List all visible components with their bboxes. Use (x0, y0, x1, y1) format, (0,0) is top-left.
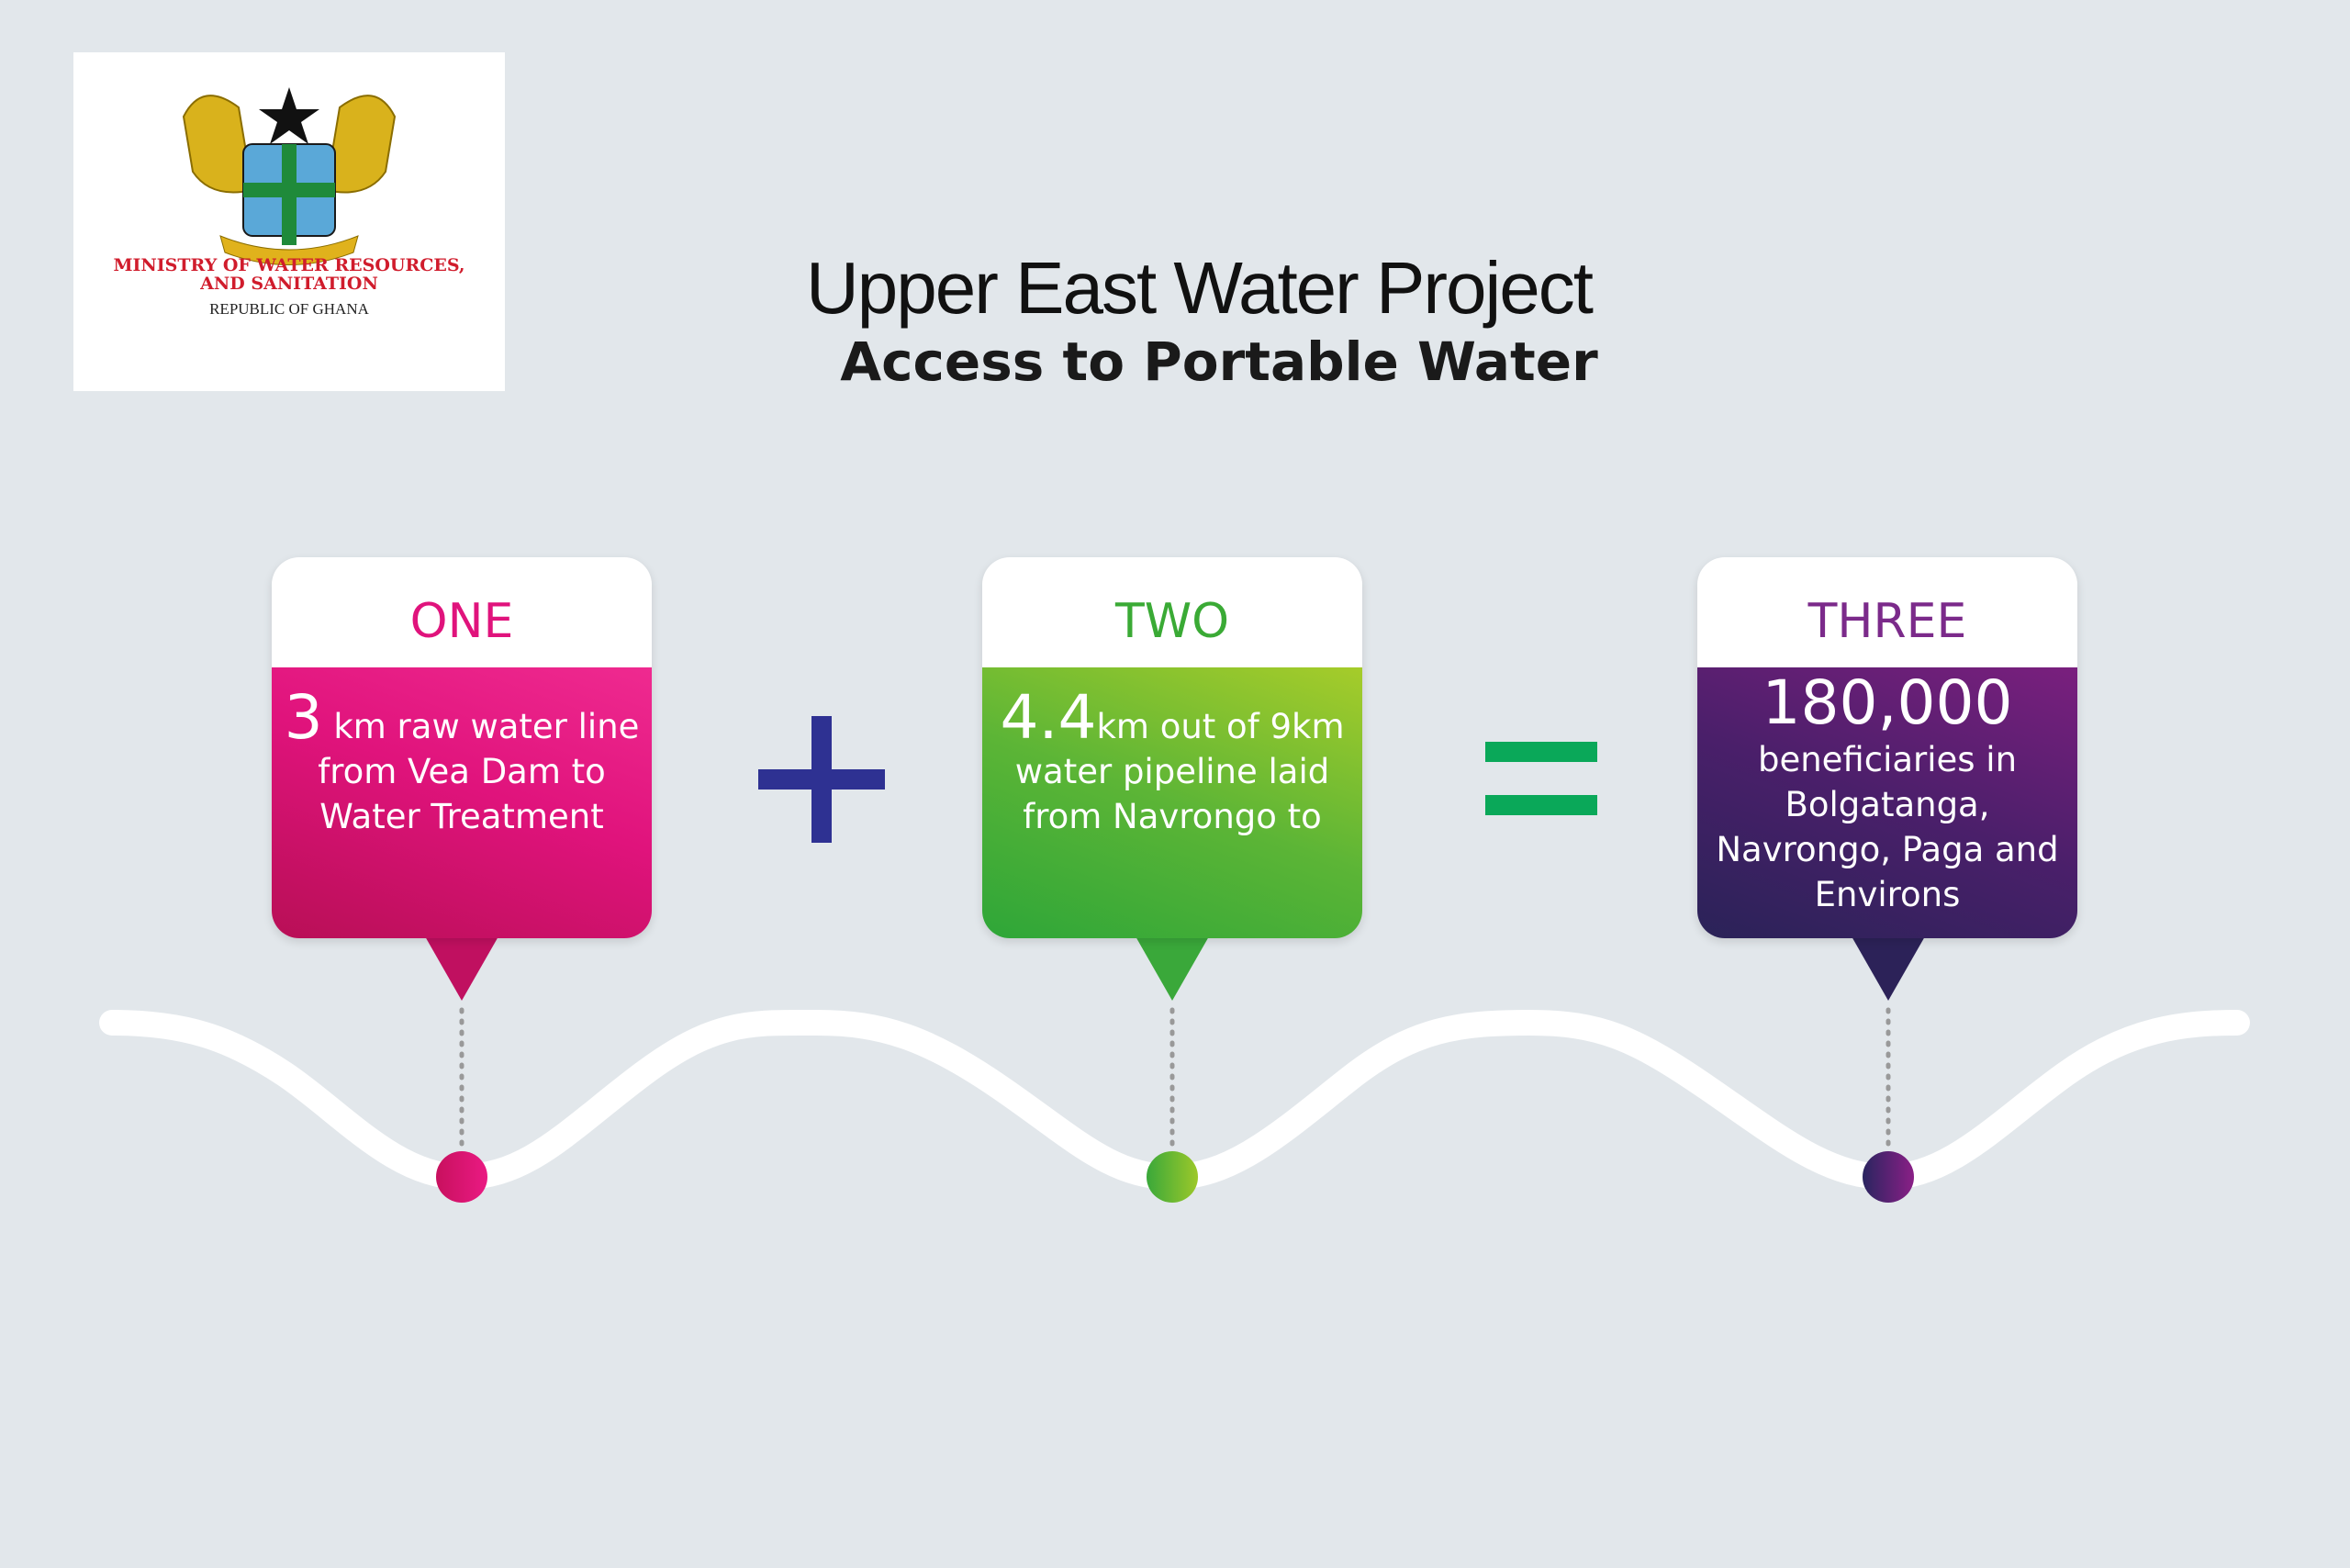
timeline-dot-two (1147, 1151, 1198, 1203)
step-card-one: ONE 3 km raw water line from Vea Dam to … (272, 557, 652, 938)
card-label: ONE (272, 557, 652, 667)
equals-icon (1485, 742, 1597, 762)
ministry-logo: MINISTRY OF WATER RESOURCES,AND SANITATI… (73, 52, 505, 391)
ministry-name: MINISTRY OF WATER RESOURCES,AND SANITATI… (113, 255, 465, 294)
step-card-three: THREE 180,000 beneficiaries in Bolgatang… (1697, 557, 2077, 938)
ghana-coat-of-arms-icon (182, 87, 397, 265)
card-three-pointer (1852, 936, 1925, 1001)
card-body: 3 km raw water line from Vea Dam to Wate… (272, 667, 652, 938)
equals-icon-bar (1485, 795, 1597, 815)
plus-icon-bar (758, 769, 885, 790)
card-label: THREE (1697, 557, 2077, 667)
card-body: 4.4km out of 9km water pipeline laid fro… (982, 667, 1362, 938)
card-number: 4.4 (1000, 682, 1097, 753)
timeline-dot-one (436, 1151, 487, 1203)
card-number: 180,000 (1762, 667, 2013, 738)
country-name: REPUBLIC OF GHANA (209, 300, 369, 318)
card-label: TWO (982, 557, 1362, 667)
card-two-pointer (1136, 936, 1209, 1001)
card-body: 180,000 beneficiaries in Bolgatanga, Nav… (1697, 667, 2077, 938)
page-subtitle: Access to Portable Water (840, 330, 1598, 393)
card-one-pointer (425, 936, 498, 1001)
page-title: Upper East Water Project (805, 247, 1594, 329)
step-card-two: TWO 4.4km out of 9km water pipeline laid… (982, 557, 1362, 938)
timeline-dot-three (1863, 1151, 1914, 1203)
card-number: 3 (284, 682, 323, 753)
